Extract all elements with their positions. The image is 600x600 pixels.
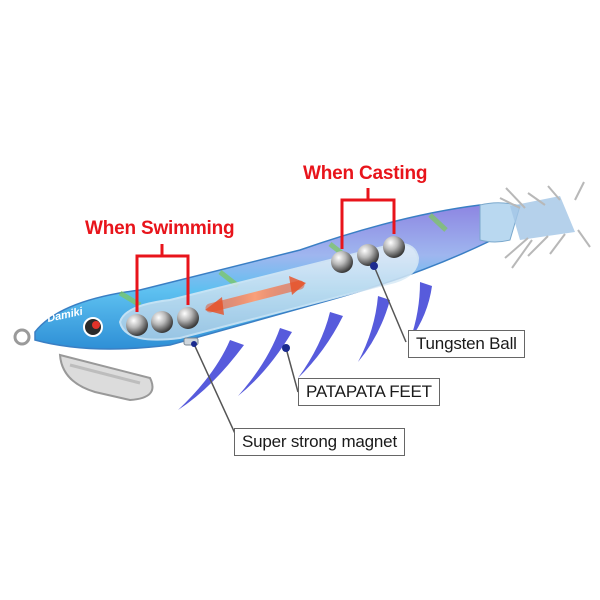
when-casting-label: When Casting (303, 163, 428, 184)
patapata-feet (178, 282, 432, 410)
callout-leaders (193, 265, 407, 441)
leader-dot-tungsten (370, 262, 378, 270)
tungsten-balls-swimming (126, 307, 199, 336)
leader-dot-magnet (191, 341, 197, 347)
tail-hooks (479, 181, 591, 269)
patapata-feet-callout: PATAPATA FEET (298, 378, 440, 406)
tungsten-balls-casting (331, 236, 405, 273)
sinker-weight (58, 353, 154, 402)
tungsten-ball-callout: Tungsten Ball (408, 330, 525, 358)
casting-bracket (340, 188, 396, 249)
line-eye-ring (13, 328, 31, 346)
swimming-bracket (135, 244, 190, 312)
ball-travel-arrow-icon (205, 276, 306, 315)
when-swimming-label: When Swimming (85, 218, 235, 239)
magnet-callout: Super strong magnet (234, 428, 405, 456)
leader-dot-feet (282, 344, 290, 352)
